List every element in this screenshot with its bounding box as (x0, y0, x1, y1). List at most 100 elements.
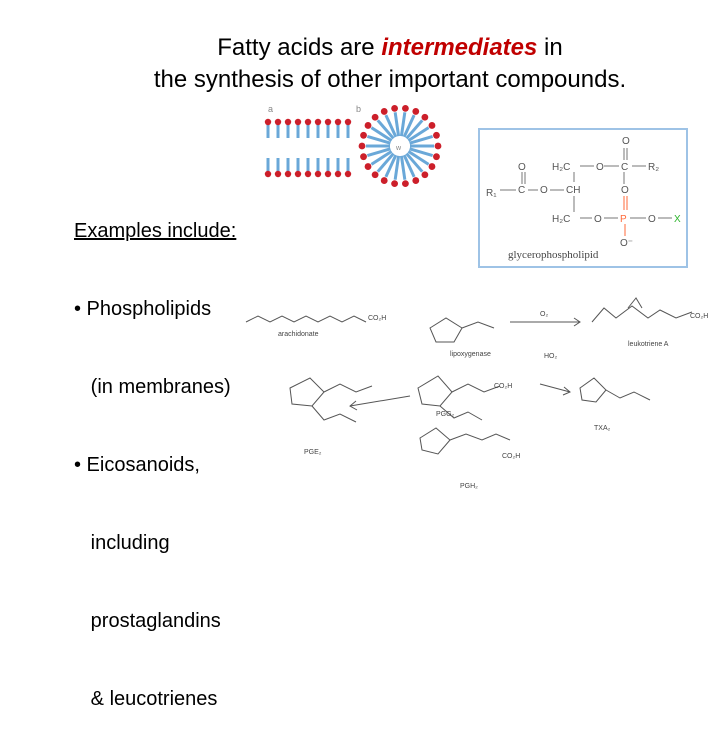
list-item: & leucotrienes (74, 688, 218, 710)
micelle-tail (407, 126, 430, 142)
lipid-head (324, 170, 332, 178)
cyclooxygenase-label: lipoxygenase (450, 351, 491, 358)
lipid-head (344, 170, 352, 178)
arachidonate-chain (245, 315, 367, 323)
micelle-head (433, 131, 440, 139)
micelle-tail (399, 112, 407, 137)
micelle-label: w (395, 145, 402, 152)
micelle-head (434, 142, 442, 150)
title-line-2: the synthesis of other important compoun… (153, 66, 627, 93)
atom-o: O (596, 162, 604, 173)
micelle-tail (409, 134, 434, 145)
lipid-head (284, 170, 292, 178)
list-item: • Eicosanoids, (74, 454, 200, 476)
lipid-head (344, 118, 352, 126)
lipid-head (334, 118, 342, 126)
pge2-label: PGE₂ (304, 449, 322, 456)
micelle-tail (393, 155, 401, 180)
atom-ch: CH (566, 185, 580, 196)
eicosanoid-pathway-figure: arachidonate CO₂H O₂ leukotriene A CO₂H … (245, 297, 708, 490)
micelle-tail (402, 154, 416, 178)
micelle-tail (409, 147, 434, 158)
atom-h2c: H₂C (552, 162, 570, 173)
micelle-tail (399, 155, 407, 180)
lipid-head (324, 118, 332, 126)
leukotriene-chain (591, 305, 693, 323)
glycerophospholipid-structure: O H₂C O C R₂ O R₁ C O CH O H₂C O P O X O… (478, 128, 688, 268)
arachidonate-label: arachidonate (278, 331, 319, 338)
co2h-label: CO₂H (368, 315, 386, 322)
leukotriene-label: leukotriene A (628, 341, 669, 348)
micelle-tail (384, 154, 398, 178)
lipid-head (304, 170, 312, 178)
lipid-head (304, 118, 312, 126)
micelle-head (412, 177, 420, 184)
micelle-tail (402, 114, 416, 138)
list-item: (in membranes) (74, 376, 231, 398)
micelle-head (364, 122, 372, 129)
atom-o-minus: O⁻ (620, 238, 633, 249)
examples-heading: Examples include: (74, 220, 237, 242)
pge2-ring (289, 377, 325, 407)
micelle-head (402, 104, 409, 112)
micelle-head (380, 177, 388, 184)
pgh2-ring (419, 427, 451, 455)
micelle-tail (376, 119, 395, 140)
txa2-label: TXA₂ (594, 425, 611, 432)
micelle-head (433, 153, 440, 161)
micelle-head (358, 142, 366, 150)
lipid-head (294, 118, 302, 126)
atom-r1: R₁ (486, 188, 497, 199)
lipid-head (314, 170, 322, 178)
atom-x: X (674, 214, 681, 225)
micelle-head (412, 108, 420, 115)
glycerophospholipid-diagram: O H₂C O C R₂ O R₁ C O CH O H₂C O P O X O… (486, 136, 681, 261)
atom-c: C (518, 185, 525, 196)
micelle (358, 104, 442, 188)
title-text: Fatty acids are (217, 34, 382, 61)
micelle-tail (393, 112, 401, 137)
micelle-head (391, 180, 398, 188)
micelle-head (421, 171, 429, 179)
examples-list: Examples include: • Phospholipids (in me… (74, 166, 236, 738)
micelle-tail (407, 150, 430, 166)
micelle-head (371, 171, 379, 179)
atom-h2c: H₂C (552, 214, 570, 225)
micelle-tail (405, 119, 424, 140)
lipid-head (314, 118, 322, 126)
micelle-tail (366, 134, 391, 145)
micelle-tail (370, 126, 393, 142)
atom-o: O (622, 136, 630, 147)
title-line-1: Fatty acids are intermediates in (0, 32, 720, 64)
membrane-micelle-figure: a b w (264, 104, 442, 188)
atom-c: C (621, 162, 628, 173)
lipid-head (334, 170, 342, 178)
micelle-tail (405, 152, 424, 173)
micelle-head (364, 163, 372, 170)
pgg2-ring (417, 375, 453, 407)
ho2-label: HO₂ (544, 353, 558, 360)
list-item: including (74, 532, 170, 554)
figure-label-a: a (268, 104, 273, 114)
list-item: • Phospholipids (74, 298, 212, 320)
micelle-head (360, 153, 367, 161)
co2h-label: CO₂H (502, 453, 520, 460)
lipid-head (294, 170, 302, 178)
title-text-after: in (537, 34, 563, 61)
pgg2-label: PGG₂ (436, 411, 455, 418)
structure-caption: glycerophospholipid (508, 249, 599, 261)
micelle-head (380, 108, 388, 115)
atom-o: O (540, 185, 548, 196)
micelle-tail (366, 147, 391, 158)
hpete-ring (579, 377, 607, 403)
lipid-head (274, 118, 282, 126)
atom-o: O (594, 214, 602, 225)
micelle-head (402, 180, 409, 188)
co2h-label: CO₂H (494, 383, 512, 390)
micelle-head (428, 163, 436, 170)
micelle-head (371, 113, 379, 121)
atom-r2: R₂ (648, 162, 659, 173)
co2h-label: CO₂H (690, 313, 708, 320)
micelle-head (391, 104, 398, 112)
txa2-ring (429, 317, 463, 343)
